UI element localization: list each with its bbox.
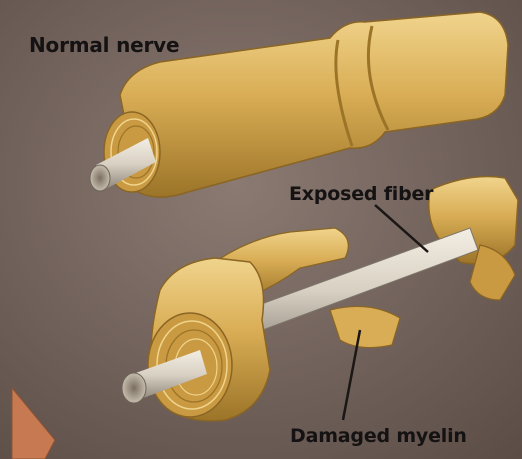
normal-axon-end [90,165,110,191]
damaged-axon-end [122,373,146,403]
label-normal-nerve: Normal nerve [29,33,179,57]
label-exposed-fiber: Exposed fiber [289,183,433,205]
label-damaged-myelin: Damaged myelin [290,425,467,447]
